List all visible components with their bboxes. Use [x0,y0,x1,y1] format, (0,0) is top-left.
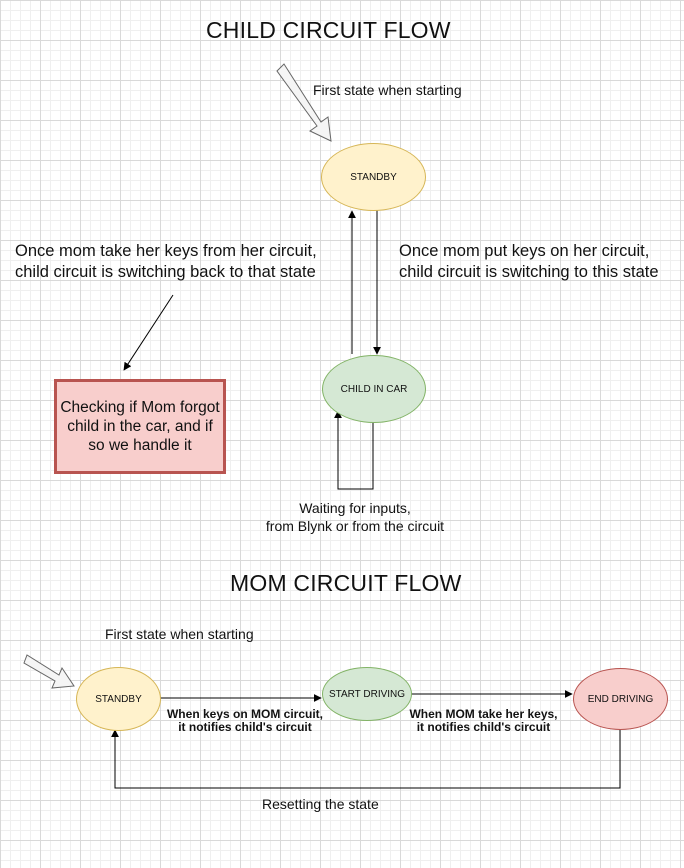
mom-standby-node[interactable]: STANDBY [76,667,161,731]
keys-on-label-line: it notifies child's circuit [178,720,312,734]
keys-on-label-line: When keys on MOM circuit, [166,707,324,721]
child-first-state-label: First state when starting [313,82,462,98]
keys-off-label: When MOM take her keys, it notifies chil… [406,708,561,734]
arrow-annotation-to-box [123,294,174,371]
reset-label: Resetting the state [262,796,379,812]
child-flow-title: CHILD CIRCUIT FLOW [206,17,451,43]
mom-flow-title: MOM CIRCUIT FLOW [230,570,462,596]
keys-off-label-line: When MOM take her keys, [409,707,558,721]
keys-off-label-line: it notifies child's circuit [416,720,551,734]
check-box-line: Checking if Mom forgot [60,399,220,416]
start-driving-node[interactable]: START DRIVING [322,667,412,721]
check-box-line: child in the car, and if [67,418,213,435]
child-in-car-node[interactable]: CHILD IN CAR [322,355,426,423]
arrow-child-self-loop [334,410,374,490]
child-standby-label: STANDBY [350,171,397,183]
child-standby-node[interactable]: STANDBY [321,143,426,211]
waiting-label: Waiting for inputs, from Blynk or from t… [255,499,455,535]
right-annotation: Once mom put keys on her circuit, child … [399,241,659,283]
child-start-arrow-icon [276,63,332,142]
end-driving-node[interactable]: END DRIVING [573,668,668,730]
forgot-child-check-box[interactable]: Checking if Mom forgot child in the car,… [54,379,226,474]
arrow-end-driving-reset [111,729,621,789]
left-annotation-line: Once mom take her keys from her circuit, [15,242,317,260]
waiting-label-line: from Blynk or from the circuit [265,518,445,534]
waiting-label-line: Waiting for inputs, [299,500,411,516]
mom-first-state-label: First state when starting [105,626,254,642]
mom-standby-label: STANDBY [95,693,142,705]
left-annotation: Once mom take her keys from her circuit,… [15,241,317,283]
left-annotation-line: child circuit is switching back to that … [15,263,316,281]
keys-on-label: When keys on MOM circuit, it notifies ch… [165,708,325,734]
child-in-car-label: CHILD IN CAR [340,383,408,395]
end-driving-label: END DRIVING [587,693,654,705]
mom-start-arrow-icon [23,654,75,689]
right-annotation-line: child circuit is switching to this state [399,263,659,281]
right-annotation-line: Once mom put keys on her circuit, [399,242,650,260]
start-driving-label: START DRIVING [328,688,406,700]
check-box-line: so we handle it [88,437,192,454]
